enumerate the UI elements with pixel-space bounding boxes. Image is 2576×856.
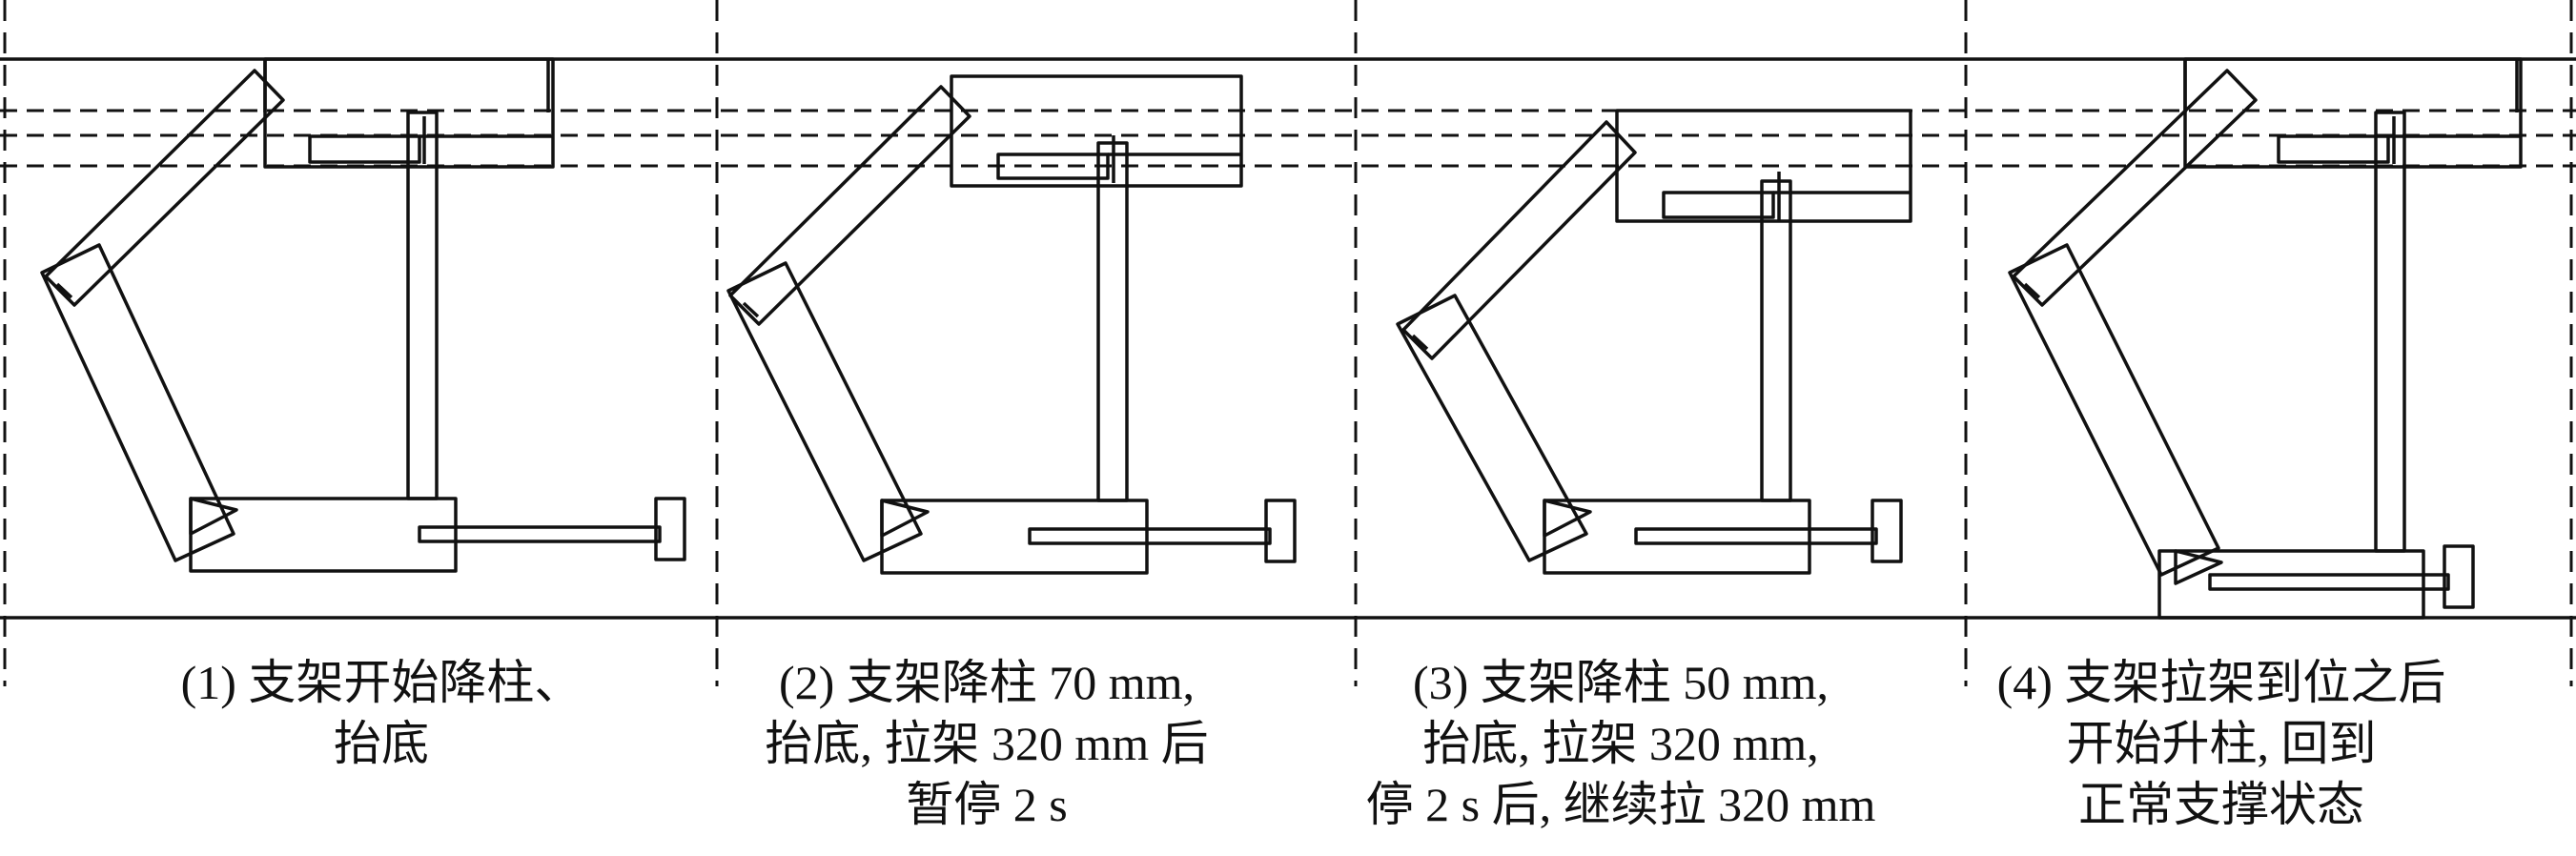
caption-line: (3) 支架降柱 50 mm, bbox=[1412, 656, 1830, 709]
canopy bbox=[1615, 109, 1912, 223]
front-beam bbox=[308, 134, 421, 164]
base-wedge bbox=[189, 497, 238, 536]
push-rod bbox=[1634, 527, 1878, 545]
caption-line: 停 2 s 后, 继续拉 320 mm bbox=[1365, 778, 1876, 831]
caption-panel-4: (4) 支架拉架到位之后 开始升柱, 回到 正常支撑状态 bbox=[1916, 652, 2526, 835]
caving-shield-lower bbox=[40, 243, 235, 562]
support-panel-1 bbox=[40, 57, 686, 573]
base-wedge bbox=[1543, 499, 1592, 538]
caving-shield-upper bbox=[2012, 69, 2258, 307]
reference-dashed-lines bbox=[0, 109, 2576, 168]
support-panel-4 bbox=[2008, 57, 2523, 620]
push-rod bbox=[2208, 573, 2450, 591]
caving-shield-upper bbox=[44, 69, 285, 307]
base-wedge bbox=[880, 499, 930, 538]
caption-line: 正常支撑状态 bbox=[2078, 778, 2364, 831]
caving-shield-lower bbox=[726, 261, 923, 562]
push-head bbox=[1264, 499, 1297, 563]
push-head bbox=[2443, 544, 2475, 609]
base bbox=[2157, 549, 2425, 620]
canopy bbox=[2183, 57, 2523, 169]
front-beam bbox=[1662, 191, 1775, 219]
caption-line: (1) 支架开始降柱、 bbox=[180, 656, 583, 709]
push-head bbox=[654, 497, 686, 561]
caving-shield-lower bbox=[2008, 243, 2220, 577]
push-rod bbox=[1028, 527, 1272, 545]
front-beam bbox=[2277, 134, 2390, 164]
caving-shield-upper bbox=[1401, 120, 1637, 360]
panel-dividers bbox=[3, 0, 2573, 686]
caption-panel-2: (2) 支架降柱 70 mm, 抬底, 拉架 320 mm 后 暂停 2 s bbox=[682, 652, 1292, 835]
caption-line: 抬底, 拉架 320 mm, bbox=[1422, 717, 1819, 770]
support-panel-3 bbox=[1396, 109, 1912, 575]
caption-line: 开始升柱, 回到 bbox=[2066, 717, 2377, 770]
caption-panel-3: (3) 支架降柱 50 mm, 抬底, 拉架 320 mm, 停 2 s 后, … bbox=[1316, 652, 1926, 835]
caption-line: (4) 支架拉架到位之后 bbox=[1996, 656, 2446, 709]
front-beam bbox=[996, 153, 1110, 180]
caption-line: 抬底 bbox=[334, 717, 429, 770]
push-rod bbox=[418, 525, 662, 543]
leg bbox=[2374, 111, 2406, 553]
leg bbox=[1096, 141, 1129, 502]
leg bbox=[1760, 179, 1792, 502]
caving-shield-upper bbox=[728, 85, 971, 326]
caption-line: 暂停 2 s bbox=[906, 778, 1068, 831]
caption-panel-1: (1) 支架开始降柱、 抬底 bbox=[76, 652, 686, 774]
push-head bbox=[1871, 499, 1903, 563]
caving-shield-lower bbox=[1396, 294, 1588, 562]
canopy bbox=[263, 57, 555, 169]
leg bbox=[406, 111, 439, 500]
support-panel-2 bbox=[726, 74, 1297, 575]
base-wedge bbox=[2174, 549, 2223, 585]
caption-line: (2) 支架降柱 70 mm, bbox=[778, 656, 1196, 709]
canopy bbox=[950, 74, 1243, 188]
caption-line: 抬底, 拉架 320 mm 后 bbox=[765, 717, 1209, 770]
